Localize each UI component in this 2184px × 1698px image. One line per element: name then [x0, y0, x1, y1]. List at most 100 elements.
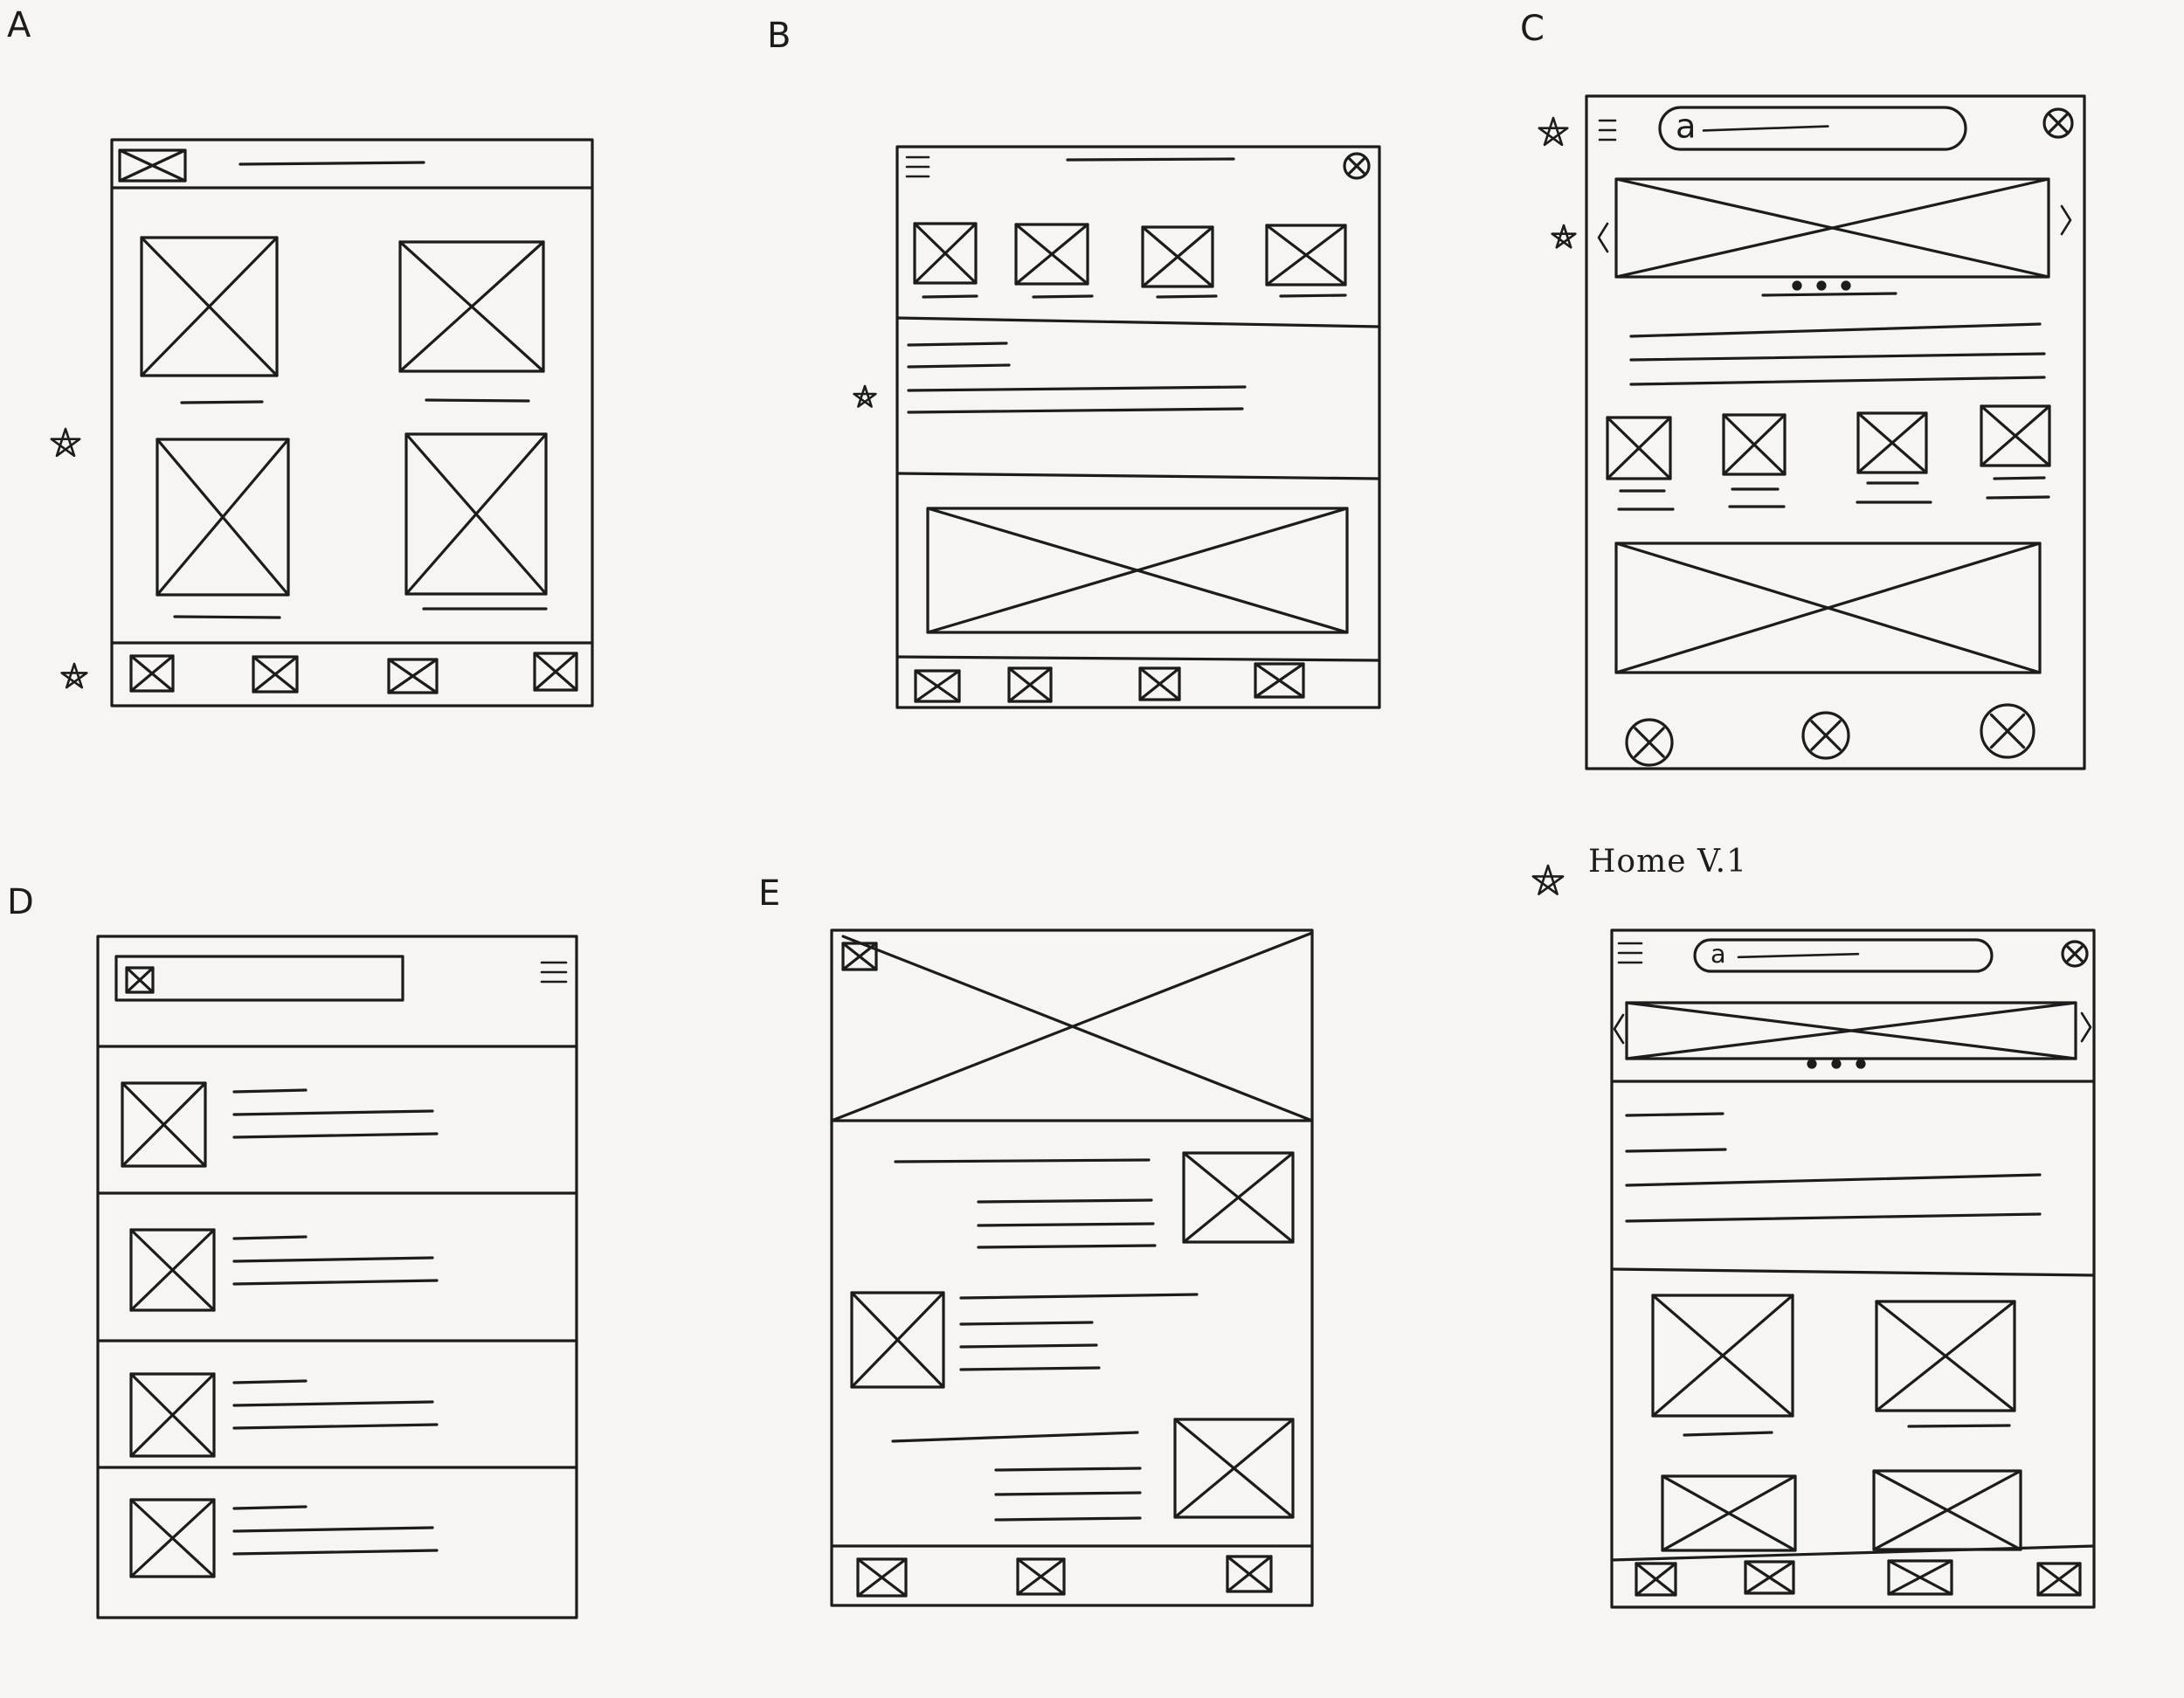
- sketch-e-text-1a: [894, 1158, 1151, 1163]
- sketch-d-list-text-1b: [232, 1132, 439, 1139]
- sketch-a-star-icon-nav: [60, 662, 88, 689]
- placeholder-box: [856, 1557, 908, 1598]
- close-x: [1989, 713, 2026, 749]
- placeholder-box: [850, 1291, 945, 1389]
- sheet-title-home-v1: Home V.1: [1588, 844, 1748, 880]
- search-bar-outline: [1658, 106, 1967, 151]
- sketch-e-text-3a: [891, 1431, 1139, 1443]
- sketch-c-star-icon-search: [1538, 116, 1569, 147]
- sheet-label-b: B: [767, 16, 791, 56]
- placeholder-cross: [1625, 1001, 2077, 1060]
- placeholder-cross: [129, 1372, 216, 1458]
- close-circle: [2042, 107, 2074, 139]
- sketch-d-frame: [96, 935, 578, 1619]
- sketch-f-text-line-3: [1625, 1173, 2042, 1187]
- sketch-e-text-2a: [959, 1293, 1199, 1300]
- placeholder-box: [1635, 1562, 1677, 1597]
- sketch-d-list-thumbnail-2: [129, 1228, 216, 1312]
- placeholder-cross: [118, 148, 187, 183]
- sketch-c-carousel-dots: [1792, 280, 1851, 291]
- sketch-e-hero-cross-2: [841, 935, 1314, 1122]
- placeholder-box: [913, 222, 978, 285]
- sketch-c-nav-icon-1: [1625, 718, 1674, 767]
- sketch-b-category-caption-1: [922, 294, 978, 299]
- sketch-c-search-bar: a: [1658, 106, 1967, 151]
- sketch-e-nav-icon-3: [1226, 1555, 1273, 1593]
- placeholder-box: [1887, 1559, 1953, 1596]
- carousel-dot: [1831, 1059, 1842, 1069]
- sketch-e-article-image-1: [1182, 1151, 1295, 1244]
- sketch-b-nav-icon-4: [1254, 662, 1305, 699]
- sketch-f-nav-icon-1: [1635, 1562, 1677, 1597]
- close-x: [1634, 727, 1665, 758]
- sketch-b-star-icon: [853, 384, 877, 408]
- placeholder-cross: [1856, 411, 1928, 474]
- sketch-c-category-image-4: [1980, 404, 2051, 467]
- sketch-b-category-caption-2: [1032, 294, 1094, 299]
- search-bar-outline: [1693, 938, 1994, 973]
- sketch-c-text-line-2: [1629, 352, 2046, 362]
- placeholder-cross: [1614, 542, 2042, 674]
- sketch-f-chevron-right-icon: [2080, 1011, 2092, 1043]
- placeholder-box: [404, 432, 548, 596]
- sketch-f-text-line-1: [1625, 1112, 1724, 1117]
- sketch-f-grid-image-3: [1661, 1474, 1797, 1552]
- sketch-b-category-caption-4: [1279, 293, 1347, 298]
- placeholder-box: [1744, 1560, 1795, 1595]
- placeholder-cross: [1722, 413, 1787, 476]
- sketch-a-nav-icon-2: [252, 655, 299, 694]
- sketch-d-list-title-1: [232, 1088, 308, 1094]
- sketch-a-nav-icon-3: [387, 658, 439, 694]
- sketch-c-nav-icon-3: [1980, 703, 2035, 759]
- sketch-d-list-title-2: [232, 1235, 308, 1240]
- sketch-e-nav-icon-2: [1016, 1557, 1066, 1596]
- placeholder-box: [121, 1081, 207, 1168]
- sketch-c-chevron-left-icon: [1597, 222, 1609, 253]
- sketch-f-grid-image-4: [1872, 1469, 2022, 1551]
- placeholder-box: [1875, 1300, 2016, 1412]
- sketch-e-frame: [830, 928, 1314, 1607]
- placeholder-box: [1856, 411, 1928, 474]
- close-circle: [1980, 703, 2035, 759]
- close-x: [2048, 113, 2069, 134]
- sketch-e-text-2b: [959, 1321, 1094, 1326]
- placeholder-cross: [1661, 1474, 1797, 1552]
- placeholder-cross: [1744, 1560, 1795, 1595]
- sketch-c-text-line-1: [1629, 322, 2042, 338]
- sketch-c-close-circle-icon: [2042, 107, 2074, 139]
- search-placeholder-line: [1702, 125, 1829, 132]
- sketch-e-text-3d: [994, 1516, 1142, 1522]
- sketch-c-frame: [1585, 94, 2086, 770]
- placeholder-cross: [252, 655, 299, 694]
- placeholder-box: [125, 966, 155, 994]
- sketch-b-section-divider-2: [895, 472, 1381, 480]
- placeholder-box: [533, 652, 578, 692]
- sketch-b-nav-icon-1: [914, 669, 961, 703]
- placeholder-box: [926, 507, 1349, 634]
- sheet-label-c: C: [1520, 9, 1545, 49]
- placeholder-cross: [129, 1498, 216, 1578]
- sketch-e-text-1d: [977, 1244, 1157, 1249]
- sketch-b-banner-image: [926, 507, 1349, 634]
- sketch-b-category-image-1: [913, 222, 978, 285]
- placeholder-cross: [856, 1557, 908, 1598]
- placeholder-cross: [914, 669, 961, 703]
- sketch-d-list-title-3: [232, 1379, 308, 1384]
- placeholder-box: [1614, 542, 2042, 674]
- sketch-e-nav-icon-1: [856, 1557, 908, 1598]
- placeholder-box: [1651, 1294, 1794, 1418]
- sketch-b-frame: [895, 145, 1381, 709]
- placeholder-box: [1722, 413, 1787, 476]
- sketch-f-nav-icon-2: [1744, 1560, 1795, 1595]
- sketch-d-list-thumbnail-4: [129, 1498, 216, 1578]
- sketch-a-grid-image-2: [398, 240, 545, 373]
- sketch-e-text-1c: [977, 1222, 1155, 1227]
- sketch-e-article-image-3: [1173, 1418, 1295, 1519]
- sketch-e-text-2d: [959, 1366, 1101, 1371]
- sketch-d-list-text-4b: [232, 1549, 439, 1556]
- placeholder-box: [1614, 177, 2050, 279]
- sketch-d-list-text-2a: [232, 1256, 434, 1263]
- placeholder-cross: [913, 222, 978, 285]
- placeholder-cross: [2036, 1562, 2082, 1597]
- sketch-d-list-thumbnail-1: [121, 1081, 207, 1168]
